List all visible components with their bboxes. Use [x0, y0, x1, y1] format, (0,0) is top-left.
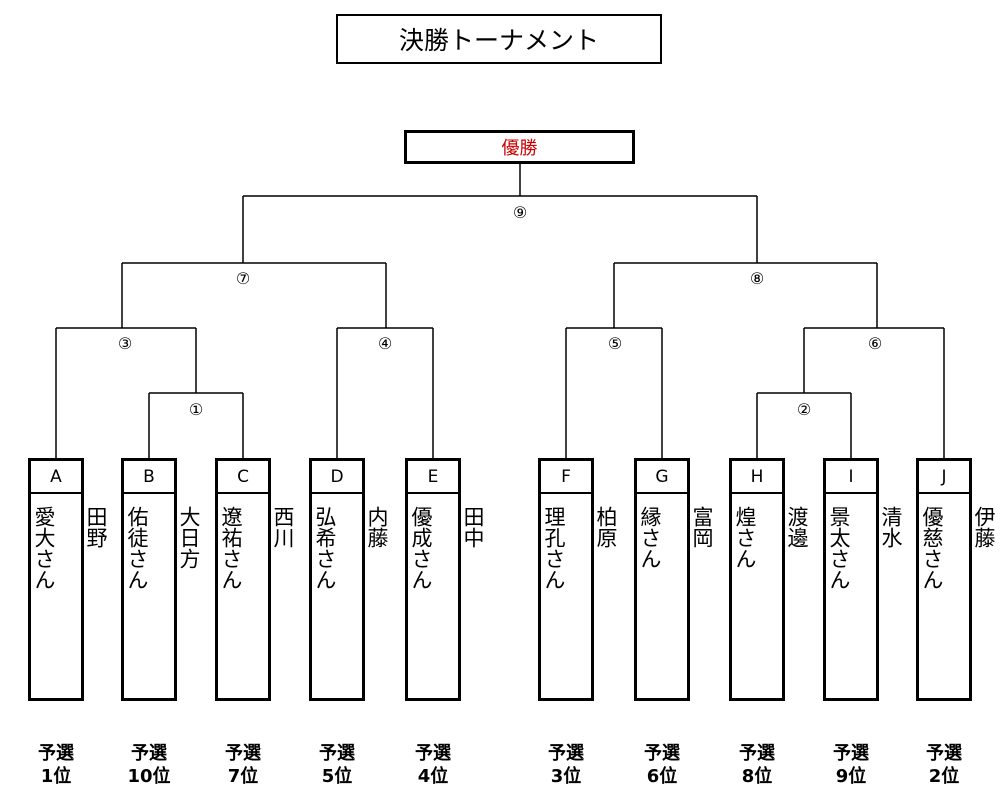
player-card-d: D 内藤 弘希さん [309, 458, 389, 701]
player-card-h: H 渡邊 煌さん [729, 458, 809, 701]
player-name: 清水 景太さん [827, 506, 903, 590]
player-letter: H [732, 461, 782, 494]
player-card-b: B 大日方 佑徒さん [121, 458, 201, 701]
match-number-2: ② [797, 400, 811, 419]
player-name: 富岡 縁さん [638, 506, 714, 569]
tournament-title: 決勝トーナメント [336, 14, 662, 64]
player-letter: A [31, 461, 81, 494]
player-letter: D [312, 461, 362, 494]
match-number-5: ⑤ [608, 334, 622, 353]
player-name: 内藤 弘希さん [313, 506, 389, 590]
player-card-g: G 富岡 縁さん [634, 458, 714, 701]
player-card-f: F 柏原 理孔さん [538, 458, 618, 701]
player-name: 田野 愛大さん [32, 506, 108, 590]
player-card-j: J 伊藤 優慈さん [916, 458, 996, 701]
match-number-4: ④ [378, 334, 392, 353]
player-letter: F [541, 461, 591, 494]
match-number-7: ⑦ [236, 269, 250, 288]
winner-box: 優勝 [404, 130, 635, 164]
player-name: 伊藤 優慈さん [920, 506, 996, 590]
player-card-a: A 田野 愛大さん [28, 458, 108, 701]
match-number-8: ⑧ [750, 269, 764, 288]
player-name: 西川 遼祐さん [219, 506, 295, 590]
player-letter: G [637, 461, 687, 494]
player-card-i: I 清水 景太さん [823, 458, 903, 701]
player-letter: I [826, 461, 876, 494]
player-letter: J [919, 461, 969, 494]
player-card-e: E 田中 優成さん [405, 458, 485, 701]
player-letter: C [218, 461, 268, 494]
player-letter: B [124, 461, 174, 494]
player-name: 渡邊 煌さん [733, 506, 809, 569]
player-card-c: C 西川 遼祐さん [215, 458, 295, 701]
player-name: 大日方 佑徒さん [125, 506, 201, 590]
match-number-9: ⑨ [513, 203, 527, 222]
match-number-3: ③ [118, 334, 132, 353]
match-number-1: ① [189, 400, 203, 419]
match-number-6: ⑥ [868, 334, 882, 353]
player-name: 田中 優成さん [409, 506, 485, 590]
player-name: 柏原 理孔さん [542, 506, 618, 590]
player-letter: E [408, 461, 458, 494]
